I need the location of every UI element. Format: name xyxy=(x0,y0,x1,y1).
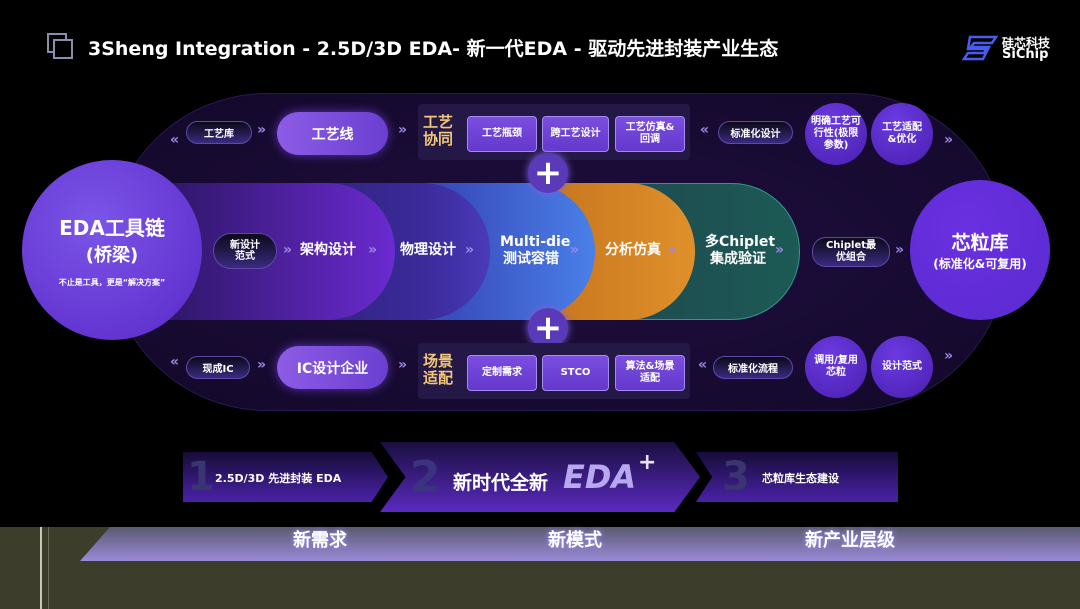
eda-note: 不止是工具，更是“解决方案” xyxy=(58,278,166,287)
group-item[interactable]: 工艺仿真&回调 xyxy=(615,116,685,152)
std-design-pill[interactable]: 标准化设计 xyxy=(718,121,793,144)
footer-label: 新模式 xyxy=(548,530,602,551)
stage-label: Multi-die xyxy=(500,234,571,250)
step-accent: EDA xyxy=(563,458,637,496)
library-subtitle: (标准化&可复用) xyxy=(933,257,1027,271)
sichip-logo: 硅芯科技 SiChip xyxy=(962,34,1052,64)
stage-label: 多Chiplet xyxy=(705,234,776,250)
arrow-right-icon: » xyxy=(895,242,905,258)
footer-platform xyxy=(80,527,1080,561)
arrow-right-icon: » xyxy=(944,132,954,148)
stage-label: 测试容错 xyxy=(503,251,559,267)
arrow-left-icon: « xyxy=(170,132,180,148)
step-3: 3 芯粒库生态建设 xyxy=(696,452,898,502)
step-number: 3 xyxy=(722,454,750,500)
group-item[interactable]: 算法&场景适配 xyxy=(615,355,685,391)
eda-subtitle: (桥梁) xyxy=(85,245,139,266)
step-label: 芯粒库生态建设 xyxy=(762,472,839,485)
arrow-right-icon: » xyxy=(257,357,267,373)
arrow-right-icon: » xyxy=(775,242,785,258)
group-item[interactable]: 定制需求 xyxy=(467,355,537,391)
step-sup: + xyxy=(638,450,657,475)
process-collab-group: 工艺协同 工艺瓶颈 跨工艺设计 工艺仿真&回调 xyxy=(418,104,690,160)
group-item[interactable]: STCO xyxy=(542,355,609,391)
arrow-right-icon: » xyxy=(570,242,580,258)
group-item[interactable]: 跨工艺设计 xyxy=(542,116,609,152)
process-line-pill[interactable]: 工艺线 xyxy=(277,112,388,155)
logo-icon xyxy=(962,35,998,61)
step-label: 新时代全新 xyxy=(453,472,549,494)
eda-toolchain-circle: EDA工具链 (桥梁) 不止是工具，更是“解决方案” xyxy=(22,160,202,340)
arrow-right-icon: » xyxy=(465,242,475,258)
arrow-right-icon: » xyxy=(668,242,678,258)
arrow-right-icon: » xyxy=(944,348,954,364)
footer-label: 新需求 xyxy=(293,530,347,551)
arrow-right-icon: » xyxy=(257,122,267,138)
new-paradigm-pill[interactable]: 新设计范式 xyxy=(213,233,277,269)
std-flow-pill[interactable]: 标准化流程 xyxy=(713,356,793,379)
arrow-right-icon: » xyxy=(398,122,408,138)
plus-icon: + xyxy=(528,308,568,348)
page-title: 3Sheng Integration - 2.5D/3D EDA- 新一代EDA… xyxy=(88,38,779,60)
bottom-circle: 调用/复用芯粒 xyxy=(805,336,867,398)
step-1: 1 2.5D/3D 先进封装 EDA xyxy=(183,452,388,502)
step-number: 1 xyxy=(187,454,215,500)
ic-company-pill[interactable]: IC设计企业 xyxy=(277,346,388,389)
step-label: 2.5D/3D 先进封装 EDA xyxy=(215,472,342,485)
stage-label: 分析仿真 xyxy=(605,242,661,258)
group-label: 工艺协同 xyxy=(423,113,454,148)
divider xyxy=(40,527,42,609)
stage-label: 架构设计 xyxy=(300,242,356,258)
scenario-group: 场景适配 定制需求 STCO 算法&场景适配 xyxy=(418,343,690,399)
bottom-circle: 设计范式 xyxy=(871,336,933,398)
arrow-left-icon: « xyxy=(700,122,710,138)
divider xyxy=(48,527,49,609)
step-number: 2 xyxy=(410,452,441,503)
step-2: 2 新时代全新 EDA + xyxy=(380,442,700,512)
logo-cn: 硅芯科技 xyxy=(1002,36,1051,50)
logo-en: SiChip xyxy=(1002,47,1049,62)
arrow-left-icon: « xyxy=(698,357,708,373)
footer-label: 新产业层级 xyxy=(805,530,895,551)
process-lib-pill[interactable]: 工艺库 xyxy=(186,121,252,144)
title-icon xyxy=(47,33,75,61)
arrow-right-icon: » xyxy=(398,357,408,373)
eda-title: EDA工具链 xyxy=(59,216,165,240)
library-title: 芯粒库 xyxy=(951,232,1009,254)
group-label: 场景适配 xyxy=(423,352,454,387)
stage-label: 集成验证 xyxy=(710,251,766,267)
plus-icon: + xyxy=(528,153,568,193)
top-circle: 工艺适配&优化 xyxy=(871,103,933,165)
chiplet-combo-pill[interactable]: Chiplet最优组合 xyxy=(812,237,890,267)
arrow-left-icon: « xyxy=(170,354,180,370)
ready-ic-pill[interactable]: 现成IC xyxy=(186,356,250,379)
arrow-right-icon: » xyxy=(283,242,293,258)
arrow-right-icon: » xyxy=(368,242,378,258)
stage-label: 物理设计 xyxy=(400,242,456,258)
group-item[interactable]: 工艺瓶颈 xyxy=(467,116,537,152)
chiplet-library-circle: 芯粒库 (标准化&可复用) xyxy=(910,180,1050,320)
top-circle: 明确工艺可行性(极限参数) xyxy=(805,103,867,165)
